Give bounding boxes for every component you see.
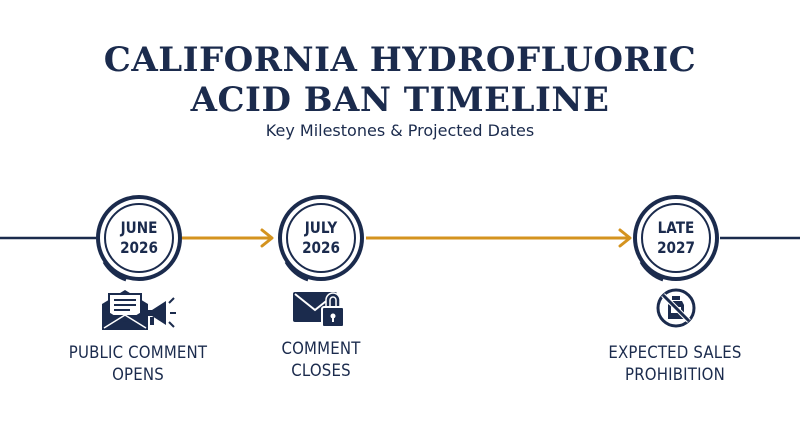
milestone-date-2-line-2: 2026 [302, 238, 340, 257]
milestone-label-1-line-2: OPENS [112, 365, 164, 385]
no-bottle-icon [656, 288, 696, 328]
title-line-2: ACID BAN TIMELINE [190, 80, 610, 120]
timeline-arrowhead-2 [618, 228, 632, 248]
milestone-circle-3 [633, 195, 719, 282]
milestone-label-3-line-2: PROHIBITION [625, 365, 725, 385]
page-title: CALIFORNIA HYDROFLUORIC ACID BAN TIMELIN… [0, 40, 800, 120]
milestone-label-1-line-1: PUBLIC COMMENT [68, 343, 208, 363]
envelope-megaphone-icon [102, 290, 176, 330]
milestone-date-2: JULY 2026 [283, 218, 360, 258]
milestone-label-2: COMMENT CLOSES [233, 338, 409, 382]
milestone-label-3: EXPECTED SALES PROHIBITION [587, 342, 763, 386]
title-line-1: CALIFORNIA HYDROFLUORIC [103, 40, 697, 80]
milestone-label-2-line-2: CLOSES [291, 361, 351, 381]
milestone-date-1-line-1: JUNE [120, 218, 158, 237]
locked-envelope-icon [293, 292, 345, 328]
milestone-date-3: LATE 2027 [638, 218, 715, 258]
milestone-label-3-line-1: EXPECTED SALES [608, 343, 742, 363]
milestone-date-1-line-2: 2026 [120, 238, 158, 257]
milestone-date-3-line-1: LATE [657, 218, 695, 237]
milestone-date-3-line-2: 2027 [657, 238, 695, 257]
milestone-date-1: JUNE 2026 [101, 218, 178, 258]
milestone-label-2-line-1: COMMENT [281, 339, 361, 359]
milestone-date-2-line-1: JULY [304, 218, 338, 237]
milestone-label-1: PUBLIC COMMENT OPENS [50, 342, 226, 386]
timeline-arrowhead-1 [260, 228, 274, 248]
milestone-circle-1 [96, 195, 182, 282]
milestone-circle-2 [278, 195, 364, 282]
page-subtitle: Key Milestones & Projected Dates [265, 121, 535, 140]
